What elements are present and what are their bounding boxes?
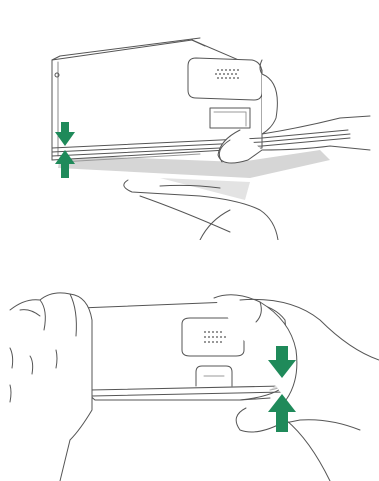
illustration-bottom-svg	[0, 240, 379, 481]
illustration-top	[0, 0, 379, 240]
illustration-top-svg	[0, 0, 379, 240]
device-icon	[52, 38, 350, 162]
hand-icon	[10, 293, 92, 481]
hand-icon-left	[124, 180, 278, 240]
illustration-bottom	[0, 240, 379, 481]
